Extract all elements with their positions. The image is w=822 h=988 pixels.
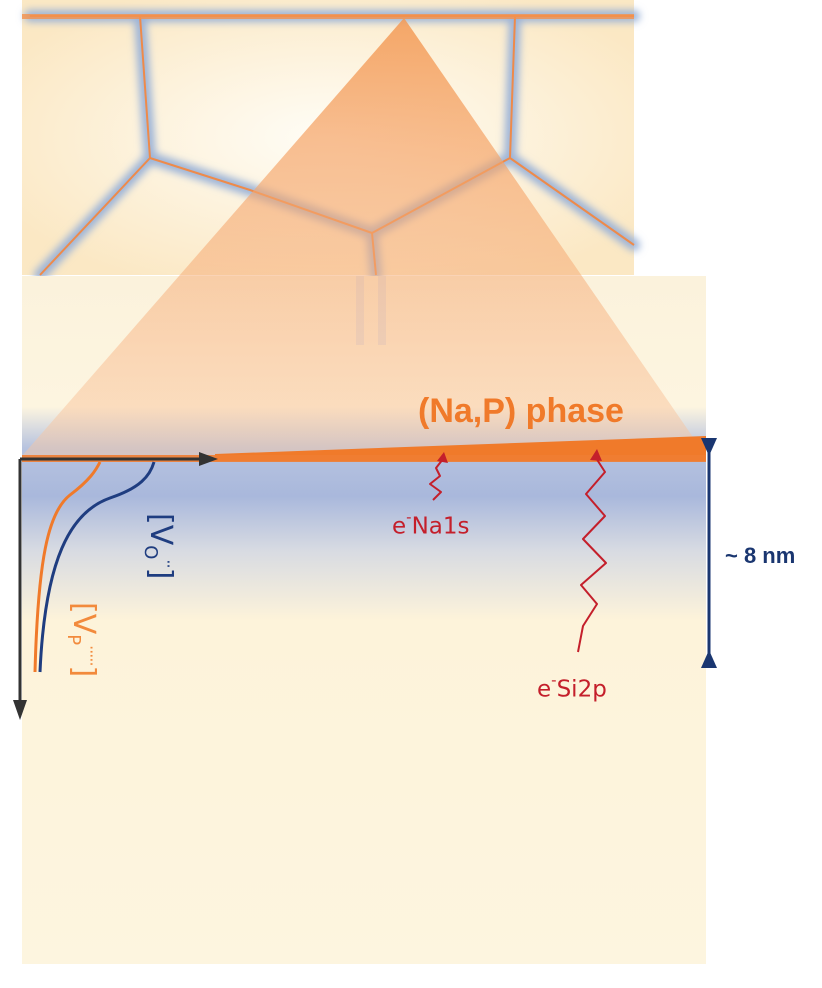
na1s-electron-path [429,452,448,501]
na1s-emitter-sup: - [406,508,412,526]
vo-profile-curve [38,461,156,673]
na1s-emitter-label: e-Na1s [392,510,470,540]
vo-bracket-open: [ [143,513,178,525]
vp-bracket-open: [ [66,602,101,614]
si2p-emitter-sup: - [551,671,557,689]
vo-bracket-close: ] [143,567,178,580]
si2p-emitter-label: e-Si2p [537,673,607,703]
magnification-cone [22,18,706,456]
oxygen-vacancy-label: [VO··] [135,513,178,633]
thickness-label: ~ 8 nm [725,543,796,568]
phosphorus-vacancy-label: [VP·····] [58,602,101,732]
na-p-phase-label: (Na,P) phase [418,392,624,430]
vp-sup: ····· [82,645,101,666]
vp-base: V [66,613,101,635]
vo-sub: O [140,545,161,560]
vp-bracket-close: ] [66,665,101,678]
vo-sup: ·· [159,559,178,568]
vo-base: V [143,524,178,546]
si2p-electron-path [577,449,607,653]
na1s-emitter-base: e [392,513,407,540]
vp-profile-curve [33,461,102,673]
si2p-emitter-sub: Si2p [556,676,607,703]
surface-film-top [22,14,634,19]
surface-phase-layer [215,436,706,461]
vp-sub: P [63,634,84,646]
na1s-emitter-sub: Na1s [411,513,470,540]
thickness-scale-bar [701,438,717,668]
profile-axes [13,452,218,720]
si2p-emitter-base: e [537,676,552,703]
